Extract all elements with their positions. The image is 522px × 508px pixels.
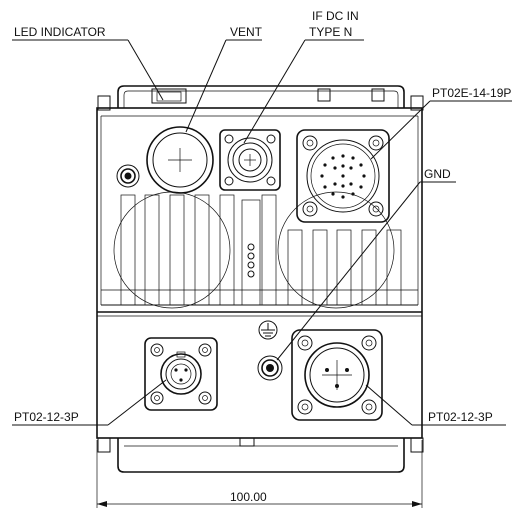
gnd-label: GND [424, 167, 451, 181]
if-dc-in-label: IF DC IN [312, 9, 359, 23]
cooling-fins [101, 191, 418, 309]
type-n-label: TYPE N [309, 25, 352, 39]
pt02e-14-19p-label: PT02E-14-19P [432, 86, 511, 100]
width-dimension: 100.00 [96, 440, 423, 508]
dimension-width-label: 100.00 [230, 490, 267, 504]
gnd-terminal [257, 320, 283, 381]
pt02-12-3p-right-label: PT02-12-3P [428, 410, 493, 424]
pt02-12-3p-right-connector [291, 329, 383, 421]
led-indicator [116, 164, 140, 188]
top-cover [97, 85, 424, 111]
vent-cap [146, 126, 214, 194]
pt02-12-3p-left-connector [144, 337, 218, 411]
pt02-12-3p-left-label: PT02-12-3P [14, 410, 79, 424]
bottom-base [97, 437, 424, 473]
type-n-connector [219, 129, 281, 191]
led-indicator-label: LED INDICATOR [14, 25, 106, 39]
pt02e-14-19p-connector [296, 129, 390, 223]
enclosure-body [96, 107, 423, 439]
callouts: LED INDICATOR VENT IF DC IN TYPE N PT02E… [12, 9, 512, 426]
vent-label: VENT [230, 25, 263, 39]
